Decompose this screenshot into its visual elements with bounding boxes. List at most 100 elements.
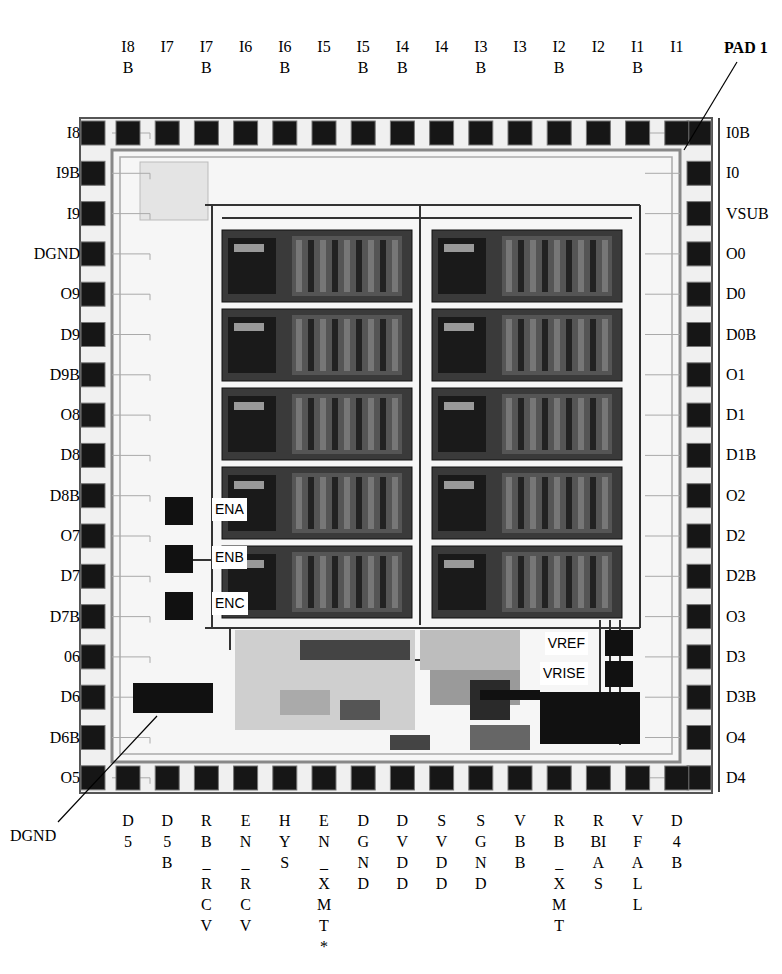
pin-name: D5 [120, 810, 136, 852]
bond-pad [116, 766, 140, 790]
bond-pad [430, 766, 454, 790]
pin-name: SGND [473, 810, 489, 894]
pin-name: VSUB [726, 204, 769, 224]
block-label: ENA [212, 498, 247, 521]
bond-pad [687, 484, 711, 508]
pin-name: D2 [726, 526, 746, 546]
bond-pad [469, 121, 493, 145]
bond-pad [273, 766, 297, 790]
pin-name: D8B [50, 486, 80, 506]
pin-name: D9 [60, 325, 80, 345]
bond-pad [390, 766, 414, 790]
bond-pad [81, 766, 105, 790]
bond-pad [81, 645, 105, 669]
pin-name: I5 [316, 36, 332, 57]
block-label: VREF [545, 632, 588, 655]
pin-name: D9B [50, 365, 80, 385]
bond-pad [312, 121, 336, 145]
bond-pad [430, 121, 454, 145]
pin-name: EN_XMT* [316, 810, 332, 957]
bond-pad [81, 443, 105, 467]
pin-name: SVDD [434, 810, 450, 894]
bond-pad [508, 766, 532, 790]
bond-pad [687, 403, 711, 427]
bond-pad [687, 443, 711, 467]
pin-name: O7 [60, 526, 80, 546]
pin-name: I5B [355, 36, 371, 78]
bond-pad [81, 564, 105, 588]
bond-pad [81, 242, 105, 266]
bond-pad [390, 121, 414, 145]
pin-name: D1B [726, 445, 756, 465]
pin-name: DVDD [394, 810, 410, 894]
bond-pad [665, 766, 689, 790]
pin-name: D6 [60, 687, 80, 707]
bond-pad [687, 605, 711, 629]
bond-pad [81, 685, 105, 709]
bond-pad [687, 766, 711, 790]
bond-pad [351, 121, 375, 145]
pin-name: I4B [394, 36, 410, 78]
bond-pad [687, 161, 711, 185]
pin-name: D4 [726, 768, 746, 788]
bond-pad [687, 202, 711, 226]
bond-pad [626, 766, 650, 790]
pin-name: D8 [60, 445, 80, 465]
pin-name: HYS [277, 810, 293, 873]
pin-name: D7B [50, 607, 80, 627]
pin-name: 06 [64, 647, 80, 667]
bond-pad [155, 121, 179, 145]
bond-pad [687, 242, 711, 266]
pin-name: O0 [726, 244, 746, 264]
pin-name: O1 [726, 365, 746, 385]
bond-pad [194, 766, 218, 790]
pin-name: DGND [34, 244, 80, 264]
bond-pad [687, 726, 711, 750]
pin-name: D2B [726, 566, 756, 586]
bond-pad [665, 121, 689, 145]
pin-name: EN_RCV [238, 810, 254, 936]
pin-name: I3B [473, 36, 489, 78]
pin-name: DGND [355, 810, 371, 894]
callout-label: PAD 1 [724, 38, 768, 58]
pin-name: D3B [726, 687, 756, 707]
pin-name: I0B [726, 123, 750, 143]
bond-pad [81, 524, 105, 548]
bond-pad [687, 524, 711, 548]
callout-label: DGND [10, 826, 56, 846]
pin-name: D6B [50, 728, 80, 748]
bond-pad [81, 403, 105, 427]
pin-name: I7 [159, 36, 175, 57]
pin-name: O9 [60, 284, 80, 304]
bond-pad [81, 605, 105, 629]
bond-pad [687, 282, 711, 306]
pin-name: VFALL [630, 810, 646, 915]
pin-name: I8B [120, 36, 136, 78]
pin-name: RB_XMT [551, 810, 567, 936]
bond-pad [687, 363, 711, 387]
bond-pad [81, 726, 105, 750]
bond-pad [586, 766, 610, 790]
bond-pad [687, 685, 711, 709]
bond-pad [81, 363, 105, 387]
bond-pad [81, 202, 105, 226]
pin-name: D7 [60, 566, 80, 586]
pin-name: I2B [551, 36, 567, 78]
bond-pad [81, 282, 105, 306]
bond-pad [116, 121, 140, 145]
pin-name: I1 [669, 36, 685, 57]
block-label: ENC [212, 592, 248, 615]
bond-pad [81, 121, 105, 145]
pin-name: VBB [512, 810, 528, 873]
bond-pad [155, 766, 179, 790]
pin-name: I9 [67, 204, 80, 224]
pin-name: I3 [512, 36, 528, 57]
pin-name: I1B [630, 36, 646, 78]
pin-name: I2 [590, 36, 606, 57]
bond-pad [687, 564, 711, 588]
bond-pad [469, 766, 493, 790]
bond-pad [547, 766, 571, 790]
pin-name: I9B [56, 163, 80, 183]
pin-name: I6B [277, 36, 293, 78]
